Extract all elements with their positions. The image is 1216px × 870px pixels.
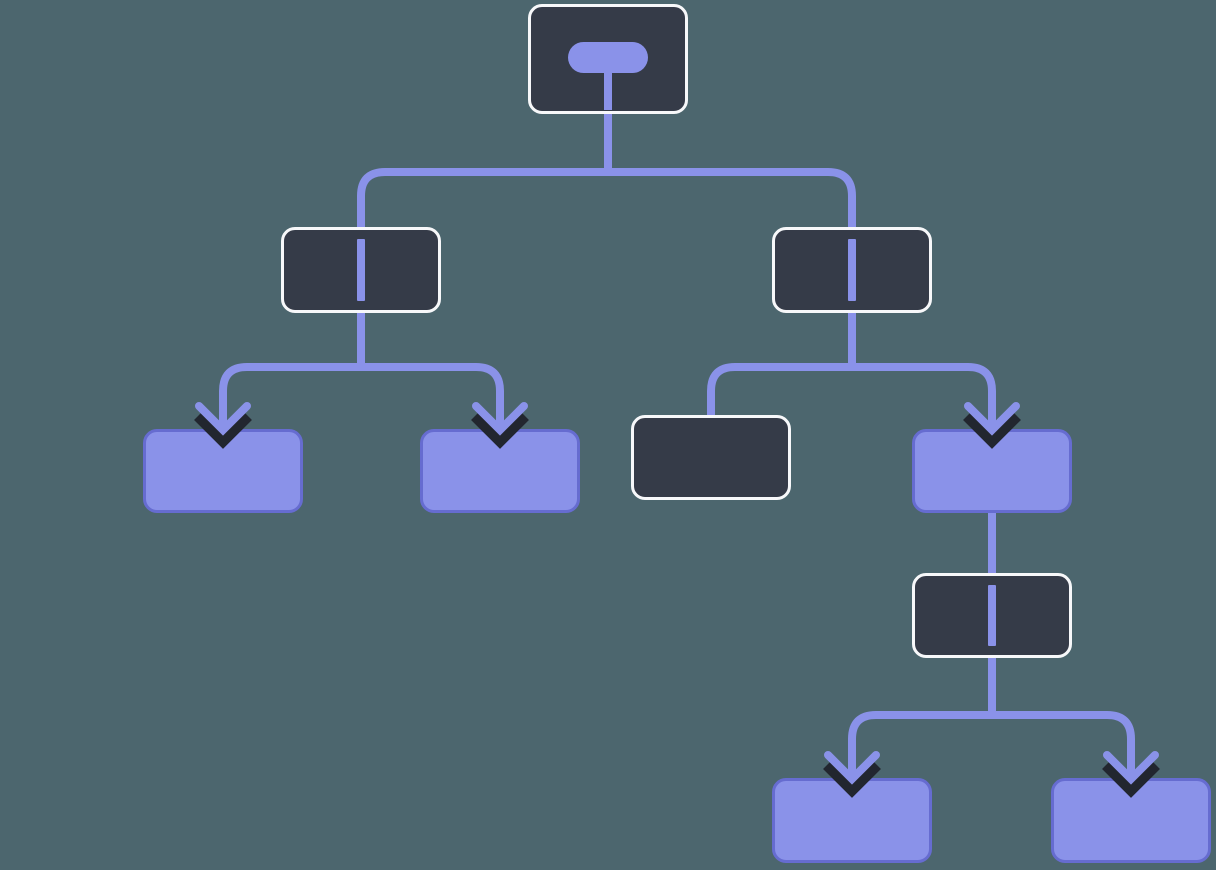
wire-split-right: [707, 363, 996, 426]
wire-split-left: [219, 363, 504, 403]
passthrough-line: [988, 585, 996, 646]
passthrough-line: [357, 239, 365, 301]
chevron-down-arrowhead-icon: [194, 402, 252, 449]
wire-split-level2: [357, 168, 856, 232]
chevron-down-arrowhead-icon: [1102, 751, 1160, 798]
chevron-down-arrowhead-icon: [963, 402, 1021, 449]
chevron-down-arrowhead-icon: [471, 402, 529, 449]
chevron-down-arrowhead-icon: [823, 751, 881, 798]
root-pill-icon: [568, 42, 648, 73]
node-root[interactable]: [528, 4, 688, 114]
wire-split-bottom: [848, 711, 1135, 752]
node-dark-child[interactable]: [631, 415, 791, 500]
node-branch-right[interactable]: [772, 227, 932, 313]
passthrough-line: [848, 239, 856, 301]
node-branch-left[interactable]: [281, 227, 441, 313]
node-branch-bottom[interactable]: [912, 573, 1072, 658]
root-pill-stem-icon: [604, 70, 612, 110]
